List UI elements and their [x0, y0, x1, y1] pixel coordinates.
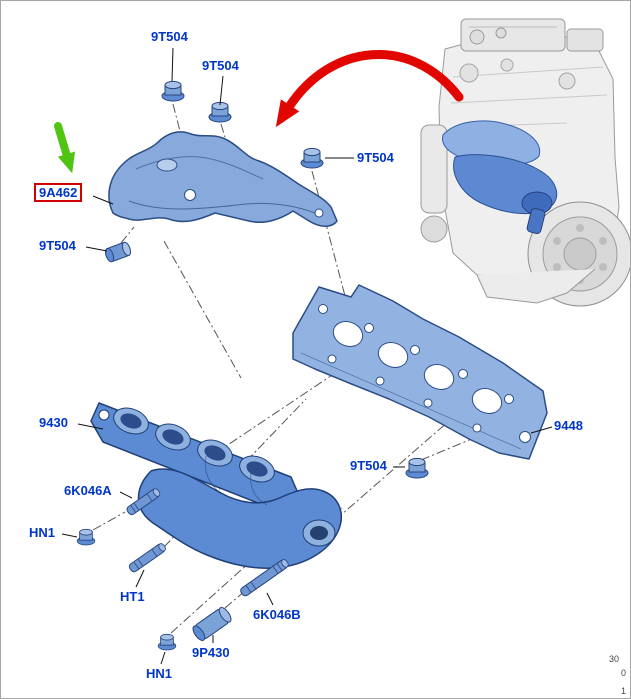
part-label-9t504-1[interactable]: 9T504	[151, 29, 188, 44]
part-label-ht1[interactable]: HT1	[120, 589, 145, 604]
part-label-9t504-2[interactable]: 9T504	[202, 58, 239, 73]
part-label-9448[interactable]: 9448	[554, 418, 583, 433]
red-location-arrow	[275, 50, 464, 128]
gasket-plate-part[interactable]	[292, 284, 548, 460]
part-label-9t504-3[interactable]: 9T504	[357, 150, 394, 165]
nut-hn1-1[interactable]	[76, 528, 96, 546]
part-label-9p430[interactable]: 9P430	[192, 645, 230, 660]
engine-overview-illustration	[420, 18, 630, 307]
stud-6k046b[interactable]	[239, 558, 289, 597]
nut-9t504-2[interactable]	[208, 101, 232, 123]
leader-lines	[61, 47, 553, 665]
nut-9t504-1[interactable]	[161, 80, 185, 102]
sleeve-9p430[interactable]	[191, 606, 234, 643]
part-label-6k046b[interactable]: 6K046B	[253, 607, 301, 622]
green-pointer-arrow	[54, 122, 76, 174]
part-label-9430[interactable]: 9430	[39, 415, 68, 430]
stud-ht1[interactable]	[128, 542, 167, 573]
nut-9t504-4[interactable]	[405, 457, 429, 479]
part-label-9t504-4[interactable]: 9T504	[39, 238, 76, 253]
exhaust-manifold-part[interactable]	[90, 402, 343, 570]
page-corner-mark-2: 0	[621, 668, 627, 678]
part-label-hn1-2[interactable]: HN1	[146, 666, 173, 681]
stud-6k046a[interactable]	[126, 487, 162, 516]
page-corner-mark-3: 1	[621, 686, 627, 696]
page-corner-mark-1: 30	[609, 654, 620, 664]
nut-9t504-3[interactable]	[300, 147, 324, 169]
nut-hn1-2[interactable]	[157, 633, 177, 651]
part-label-9t504-5[interactable]: 9T504	[350, 458, 387, 473]
part-label-hn1-1[interactable]: HN1	[29, 525, 56, 540]
heat-shield-part[interactable]	[108, 131, 338, 227]
spacer-9t504[interactable]	[104, 241, 132, 263]
part-label-6k046a[interactable]: 6K046A	[64, 483, 112, 498]
part-label-9a462-selected[interactable]: 9A462	[34, 183, 83, 202]
